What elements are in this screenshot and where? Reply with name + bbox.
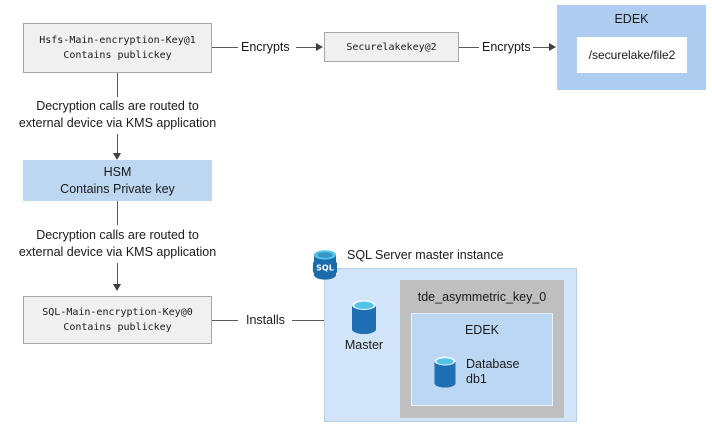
decryption-note-1-line1: Decryption calls are routed to [36, 99, 199, 113]
sql-main-key-line1: SQL-Main-encryption-Key@0 [42, 307, 193, 318]
hsm-line2: Contains Private key [60, 181, 175, 196]
database-db1-icon [431, 355, 459, 389]
hsfs-key-line1: Hsfs-Main-encryption-Key@1 [39, 35, 196, 46]
edge-label-encrypts-2: Encrypts [482, 40, 531, 54]
connector-line-hsfs-down-upper [117, 73, 118, 97]
node-edek-securelake: EDEK /securelake/file2 [557, 5, 706, 90]
connector-line-hsfs-to-securelake-right [296, 47, 317, 48]
caption-decryption-note-2: Decryption calls are routed to external … [0, 227, 235, 261]
tde-key-title: tde_asymmetric_key_0 [417, 290, 547, 304]
hsfs-key-line2: Contains publickey [63, 50, 172, 61]
sql-main-key-line2: Contains publickey [63, 322, 172, 333]
arrowhead-to-securelakekey [316, 42, 323, 51]
node-sql-main-encryption-key: SQL-Main-encryption-Key@0 Contains publi… [23, 296, 212, 344]
arrowhead-to-sql-main-key [112, 284, 121, 291]
edek-inner-title: EDEK [464, 323, 500, 337]
caption-decryption-note-1: Decryption calls are routed to external … [0, 98, 235, 132]
decryption-note-2-line2: external device via KMS application [18, 245, 217, 259]
master-database-icon [348, 298, 380, 336]
connector-line-securelake-to-edek-left [459, 47, 479, 48]
edge-label-installs: Installs [246, 313, 285, 327]
node-securelakekey: Securelakekey@2 [324, 32, 459, 62]
hsm-line1: HSM [103, 164, 132, 179]
connector-line-hsm-down-upper [117, 201, 118, 225]
sql-server-icon: SQL [310, 249, 340, 283]
connector-line-installs-right [292, 320, 336, 321]
connector-line-hsm-down-lower [117, 263, 118, 285]
connector-line-installs-left [212, 320, 238, 321]
edge-label-encrypts-1: Encrypts [241, 40, 290, 54]
connector-line-hsfs-down-lower [117, 134, 118, 154]
securelakekey-label: Securelakekey@2 [346, 41, 437, 53]
node-edek-inner: EDEK [411, 313, 553, 406]
connector-line-securelake-to-edek-right [533, 47, 550, 48]
sql-instance-caption: SQL Server master instance [347, 248, 504, 262]
decryption-note-2-line1: Decryption calls are routed to [36, 228, 199, 242]
node-hsm: HSM Contains Private key [23, 160, 212, 201]
edek-top-file: /securelake/file2 [577, 37, 687, 73]
svg-text:SQL: SQL [316, 264, 334, 273]
arrowhead-to-edek [549, 42, 556, 51]
master-database-label: Master [344, 338, 384, 352]
node-hsfs-main-encryption-key: Hsfs-Main-encryption-Key@1 Contains publ… [23, 23, 212, 73]
database-db1-line2: db1 [466, 372, 487, 386]
arrowhead-to-hsm [112, 153, 121, 160]
edek-top-title: EDEK [614, 12, 649, 26]
database-db1-label: Database db1 [466, 357, 520, 387]
decryption-note-1-line2: external device via KMS application [18, 116, 217, 130]
database-db1-line1: Database [466, 357, 520, 371]
connector-line-hsfs-to-securelake-left [212, 47, 238, 48]
